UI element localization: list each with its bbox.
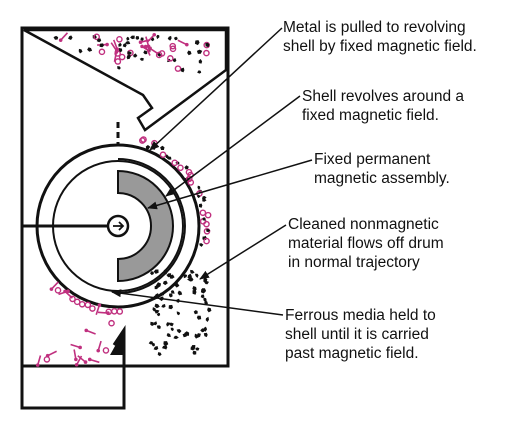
nonmagnetic-particle — [175, 283, 180, 288]
ferrous-ring — [160, 152, 165, 157]
nonmagnetic-particle — [190, 270, 194, 274]
nonmagnetic-particle — [157, 325, 161, 329]
ferrous-pin-head — [50, 287, 54, 291]
nonmagnetic-particle — [160, 146, 164, 150]
ferrous-ring — [117, 309, 122, 314]
ferrous-ring — [178, 165, 183, 170]
nonmagnetic-particle — [206, 317, 209, 322]
callout-line: past magnetic field. — [285, 344, 436, 363]
nonmagnetic-particle — [146, 145, 151, 149]
nonmagnetic-particle — [171, 328, 174, 331]
nonmagnetic-particle — [177, 311, 180, 315]
nonmagnetic-particle — [193, 351, 197, 355]
nonmagnetic-particle — [207, 308, 211, 313]
leader-line-2 — [166, 96, 300, 196]
nonmagnetic-particle — [178, 291, 183, 296]
ferrous-pin-head — [98, 303, 102, 307]
nonmagnetic-particle — [169, 293, 173, 297]
callout-cleaned-material: Cleaned nonmagnetic material flows off d… — [288, 215, 444, 272]
nonmagnetic-particle — [157, 313, 160, 316]
nonmagnetic-particle — [169, 305, 173, 309]
nonmagnetic-particle — [202, 199, 206, 202]
nonmagnetic-particle — [167, 333, 171, 337]
nonmagnetic-particle — [195, 274, 199, 278]
callout-line: Metal is pulled to revolving — [283, 18, 477, 37]
callout-shell-revolves: Shell revolves around a fixed magnetic f… — [302, 87, 464, 125]
callout-line: Shell revolves around a — [302, 87, 464, 106]
callout-line: Fixed permanent — [314, 150, 450, 169]
splitter-tip — [110, 330, 124, 355]
ferrous-pin-head — [88, 358, 92, 362]
nonmagnetic-particle — [204, 333, 208, 337]
callout-line: fixed magnetic field. — [302, 106, 464, 125]
leader-line-4 — [200, 225, 286, 279]
ferrous-pin-head — [84, 329, 88, 333]
callout-line: magnetic assembly. — [314, 169, 450, 188]
ferrous-pin-head — [66, 289, 70, 293]
nonmagnetic-particle — [173, 336, 178, 339]
callout-line: shell until it is carried — [285, 325, 436, 344]
ferrous-ring — [200, 210, 205, 215]
nonmagnetic-particle — [177, 329, 182, 333]
callout-line: material flows off drum — [288, 234, 444, 253]
discharge-chute — [22, 330, 124, 408]
callout-line: Cleaned nonmagnetic — [288, 215, 444, 234]
callout-metal-pulled: Metal is pulled to revolving shell by fi… — [283, 18, 477, 56]
ferrous-pin-head — [75, 363, 79, 367]
ferrous-pin-head — [78, 346, 82, 350]
ferrous-pin-head — [185, 43, 189, 47]
nonmagnetic-particle — [184, 165, 188, 169]
callout-line: Ferrous media held to — [285, 306, 436, 325]
nonmagnetic-particle — [198, 186, 201, 190]
ferrous-pin-head — [106, 311, 110, 315]
nonmagnetic-particle — [155, 304, 160, 309]
ferrous-pin-head — [148, 46, 152, 50]
ferrous-pin-head — [152, 33, 156, 37]
callout-line: shell by fixed magnetic field. — [283, 37, 477, 56]
ferrous-pin-head — [59, 38, 63, 42]
ferrous-ring — [103, 348, 108, 353]
nonmagnetic-particle — [161, 304, 165, 308]
ferrous-pin-head — [105, 43, 109, 47]
nonmagnetic-particle — [195, 347, 199, 350]
ferrous-ring — [112, 309, 117, 314]
ferrous-pin-head — [139, 40, 143, 44]
nonmagnetic-particle — [199, 243, 203, 247]
nonmagnetic-particle — [166, 322, 170, 326]
nonmagnetic-particle — [199, 204, 202, 208]
ferrous-pin-head — [84, 360, 88, 364]
ferrous-discharge-pile — [36, 321, 114, 367]
nonmagnetic-particle — [192, 286, 196, 291]
ferrous-pin-head — [96, 349, 100, 353]
nonmagnetic-particle — [150, 322, 154, 326]
ferrous-ring — [109, 321, 114, 326]
nonmagnetic-particle — [203, 217, 206, 221]
ferrous-pin-head — [36, 363, 40, 367]
callout-line: in normal trajectory — [288, 253, 444, 272]
ferrous-ring — [206, 213, 211, 218]
ferrous-ring — [55, 288, 60, 293]
ferrous-ring — [44, 357, 49, 362]
callout-ferrous-media: Ferrous media held to shell until it is … — [285, 306, 436, 363]
nonmagnetic-particle — [191, 346, 195, 350]
callout-fixed-magnet: Fixed permanent magnetic assembly. — [314, 150, 450, 188]
ferrous-pin-head — [140, 45, 144, 49]
nonmagnetic-particle — [154, 346, 159, 350]
nonmagnetic-particle — [194, 310, 198, 314]
nonmagnetic-particle — [171, 290, 175, 294]
nonmagnetic-particle — [197, 194, 200, 198]
ferrous-ring — [85, 302, 90, 307]
ferrous-pin-head — [74, 358, 78, 362]
nonmagnetic-particle — [158, 352, 162, 356]
ferrous-pin-head — [115, 47, 119, 51]
nonmagnetic-particle — [197, 316, 201, 320]
